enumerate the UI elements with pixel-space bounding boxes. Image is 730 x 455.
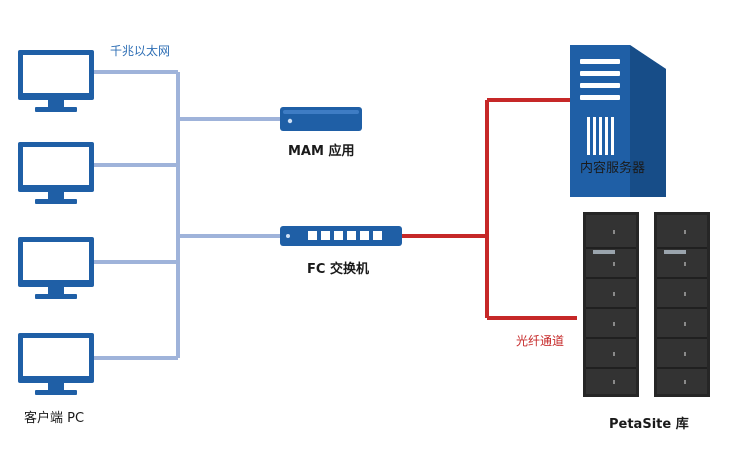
fiber-channel-label: 光纤通道	[516, 334, 565, 348]
tape-library-rack-icon	[583, 212, 639, 397]
appliance-icon	[280, 107, 362, 131]
content-server-label: 内容服务器	[580, 161, 646, 176]
petasite-library-label: PetaSite 库	[609, 417, 689, 432]
mam-app-label: MAM 应用	[288, 144, 355, 159]
fc-switch-label: FC 交换机	[307, 262, 369, 277]
monitor-icon	[18, 237, 94, 299]
server-tower-icon	[570, 45, 666, 197]
tape-library-rack-icon	[654, 212, 710, 397]
monitor-icon	[18, 333, 94, 395]
gigabit-ethernet-label: 千兆以太网	[110, 44, 171, 58]
fiber-lines	[400, 98, 577, 320]
monitor-icon	[18, 50, 94, 112]
monitor-icon	[18, 142, 94, 204]
network-switch-icon	[280, 226, 402, 246]
client-pc-label: 客户端 PC	[24, 411, 85, 426]
ethernet-lines	[92, 70, 282, 360]
